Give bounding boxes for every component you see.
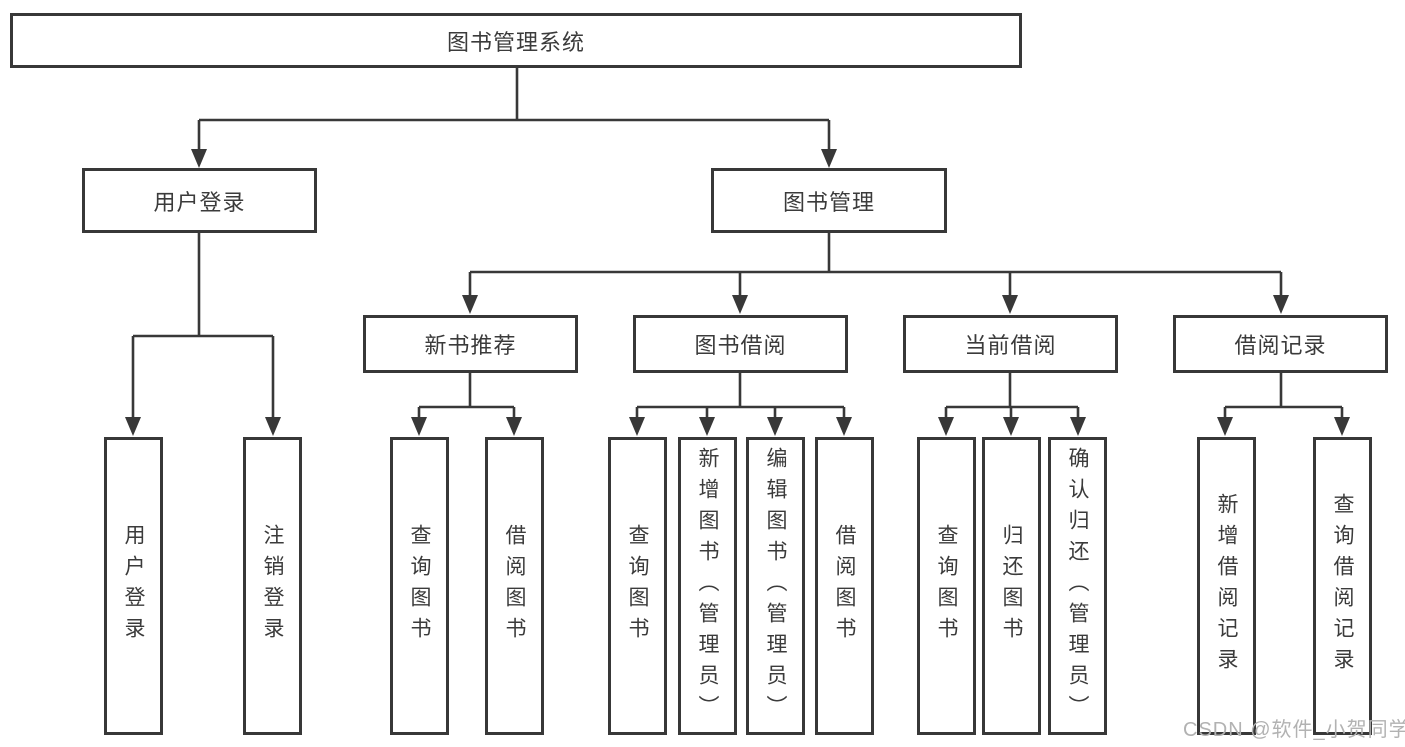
node-label: 借阅图书 — [503, 524, 527, 648]
node-label: 用户登录 — [122, 524, 146, 648]
node-borrow-records: 借阅记录 — [1173, 315, 1388, 373]
leaf-borrow-query-books: 查询图书 — [608, 437, 667, 735]
node-label: 借阅记录 — [1234, 333, 1327, 358]
node-book-borrow: 图书借阅 — [633, 315, 848, 373]
leaf-borrow-edit-books-admin: 编辑图书（管理员） — [746, 437, 805, 735]
leaf-newbook-borrow-books: 借阅图书 — [485, 437, 544, 735]
node-label: 当前借阅 — [964, 333, 1057, 358]
node-label: 编辑图书（管理员） — [764, 446, 788, 726]
node-label: 查询图书 — [408, 524, 432, 648]
node-book-management-branch: 图书管理 — [711, 168, 947, 233]
node-label: 归还图书 — [1000, 524, 1024, 648]
arrowhead-icons — [125, 149, 1350, 436]
node-label: 查询图书 — [935, 524, 959, 648]
node-current-borrow: 当前借阅 — [903, 315, 1118, 373]
leaf-newbook-query-books: 查询图书 — [390, 437, 449, 735]
leaf-borrow-borrow-books: 借阅图书 — [815, 437, 874, 735]
node-label: 用户登录 — [153, 189, 246, 215]
node-label: 查询图书 — [626, 524, 650, 648]
watermark: CSDN @软件_小贺同学 — [1183, 719, 1405, 741]
node-label: 图书管理 — [782, 189, 875, 215]
node-new-book-recommend: 新书推荐 — [363, 315, 578, 373]
leaf-current-confirm-return-admin: 确认归还（管理员） — [1048, 437, 1107, 735]
node-label: 确认归还（管理员） — [1066, 446, 1090, 726]
leaf-records-query-borrow-record: 查询借阅记录 — [1313, 437, 1372, 735]
leaf-borrow-add-books-admin: 新增图书（管理员） — [678, 437, 737, 735]
node-label: 注销登录 — [261, 524, 285, 648]
node-label: 新增图书（管理员） — [696, 446, 720, 726]
leaf-current-return-books: 归还图书 — [982, 437, 1041, 735]
leaf-current-query-books: 查询图书 — [917, 437, 976, 735]
node-label: 新书推荐 — [424, 333, 517, 358]
node-label: 新增借阅记录 — [1215, 493, 1239, 679]
node-label: 图书借阅 — [694, 333, 787, 358]
leaf-records-add-borrow-record: 新增借阅记录 — [1197, 437, 1256, 735]
node-library-management-system: 图书管理系统 — [10, 13, 1022, 68]
node-user-login-branch: 用户登录 — [82, 168, 317, 233]
leaf-user-login: 用户登录 — [104, 437, 163, 735]
leaf-logout: 注销登录 — [243, 437, 302, 735]
node-label: 图书管理系统 — [446, 29, 585, 55]
node-label: 查询借阅记录 — [1331, 493, 1355, 679]
node-label: 借阅图书 — [833, 524, 857, 648]
